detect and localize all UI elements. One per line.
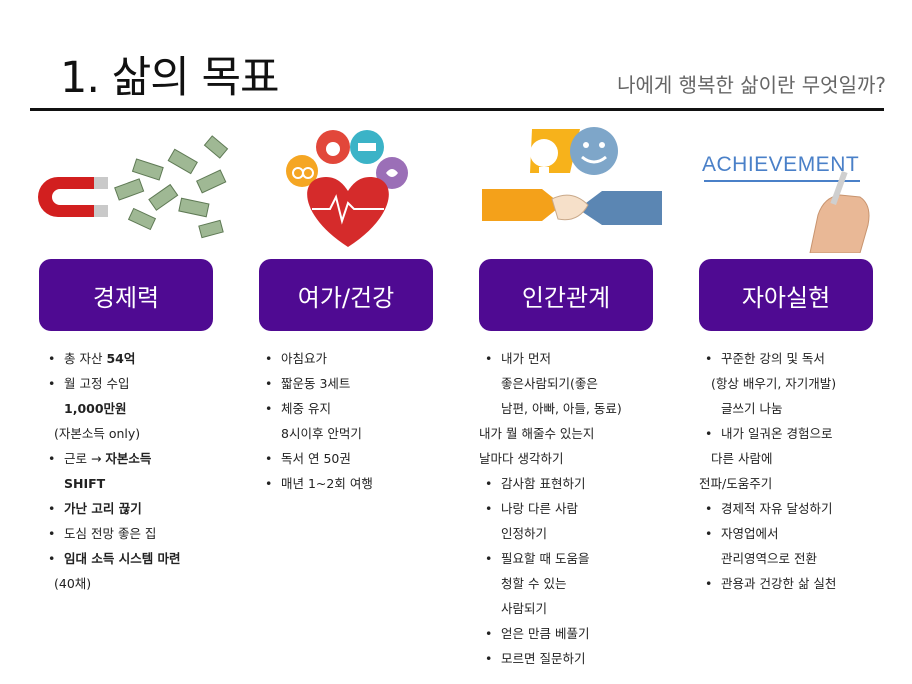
list-item-text: (자본소득 only)	[54, 426, 141, 441]
list-item-text: 관리영역으로 전환	[721, 551, 817, 566]
list-item: 글쓰기 나눔	[699, 396, 836, 421]
title-rule	[30, 108, 884, 111]
list-item: 전파/도움주기	[699, 471, 836, 496]
list-item-text: 다른 사람에	[711, 451, 773, 466]
health-leisure-icon	[278, 125, 418, 253]
page-title: 1. 삶의 목표	[60, 53, 280, 103]
economy-goal-list: 총 자산 54억월 고정 수입 1,000만원 (자본소득 only) 근로 → 자본…	[42, 346, 181, 596]
list-item: 임대 소득 시스템 마련	[42, 546, 181, 571]
page-subtitle: 나에게 행복한 삶이란 무엇일까?	[617, 73, 886, 97]
heading-box-self-actualization: 자아실현	[699, 259, 873, 331]
list-item: 내가 뭘 해줄수 있는지	[479, 421, 622, 446]
list-item-bold-text: SHIFT	[64, 476, 106, 491]
list-item-text: 글쓰기 나눔	[721, 401, 783, 416]
achievement-word: ACHIEVEMENT	[702, 153, 859, 176]
list-item-text: 도심 전망 좋은 집	[64, 526, 157, 541]
list-item: 감사함 표현하기	[479, 471, 622, 496]
list-item-bold-text: 1,000만원	[64, 401, 127, 416]
list-item: 필요할 때 도움을	[479, 546, 622, 571]
list-item: 인정하기	[479, 521, 622, 546]
list-item-text: 체중 유지	[281, 401, 331, 416]
list-item-text: 매년 1~2회 여행	[281, 476, 373, 491]
heading-box-economy: 경제력	[39, 259, 213, 331]
list-item: 꾸준한 강의 및 독서	[699, 346, 836, 371]
list-item: 8시이후 안먹기	[259, 421, 373, 446]
list-item: (자본소득 only)	[42, 421, 181, 446]
list-item: 얻은 만큼 베풀기	[479, 621, 622, 646]
list-item: 매년 1~2회 여행	[259, 471, 373, 496]
list-item: 날마다 생각하기	[479, 446, 622, 471]
list-item: 관리영역으로 전환	[699, 546, 836, 571]
list-item-text: 월 고정 수입	[64, 376, 130, 391]
list-item-text: 청할 수 있는	[501, 576, 567, 591]
handshake-icon	[482, 125, 662, 253]
list-item-text: 좋은사람되기(좋은	[501, 376, 598, 391]
list-item-text: 인정하기	[501, 526, 548, 541]
list-item-text: 남편, 아빠, 아들, 동료)	[501, 401, 622, 416]
list-item: 내가 먼저	[479, 346, 622, 371]
list-item: 다른 사람에	[699, 446, 836, 471]
heading-box-relationships: 인간관계	[479, 259, 653, 331]
list-item: (40채)	[42, 571, 181, 596]
list-item: 독서 연 50권	[259, 446, 373, 471]
list-item-text: 8시이후 안먹기	[281, 426, 362, 441]
list-item-text: 얻은 만큼 베풀기	[501, 626, 590, 641]
achievement-hand-icon: ACHIEVEMENT	[700, 125, 880, 254]
list-item: 모르면 질문하기	[479, 646, 622, 671]
list-item: 사람되기	[479, 596, 622, 621]
list-item: 아침요가	[259, 346, 373, 371]
list-item-text: 나랑 다른 사람	[501, 501, 578, 516]
list-item-text: 내가 먼저	[501, 351, 551, 366]
list-item: 총 자산 54억	[42, 346, 181, 371]
list-item-text: 경제적 자유 달성하기	[721, 501, 833, 516]
list-item-text: 사람되기	[501, 601, 548, 616]
list-item-text: 전파/도움주기	[699, 476, 773, 491]
list-item: 나랑 다른 사람	[479, 496, 622, 521]
list-item-text: 내가 일궈온 경험으로	[721, 426, 833, 441]
list-item-bold-text: 54억	[106, 351, 136, 366]
list-item-text: 모르면 질문하기	[501, 651, 586, 666]
list-item: 월 고정 수입	[42, 371, 181, 396]
list-item-bold-text: 자본소득	[105, 451, 152, 466]
list-item: 경제적 자유 달성하기	[699, 496, 836, 521]
list-item: 자영업에서	[699, 521, 836, 546]
list-item-text: (40채)	[54, 576, 92, 591]
list-item: 관용과 건강한 삶 실천	[699, 571, 836, 596]
list-item: 청할 수 있는	[479, 571, 622, 596]
list-item: (항상 배우기, 자기개발)	[699, 371, 836, 396]
list-item: 좋은사람되기(좋은	[479, 371, 622, 396]
list-item: 체중 유지	[259, 396, 373, 421]
list-item: 도심 전망 좋은 집	[42, 521, 181, 546]
list-item-text: (항상 배우기, 자기개발)	[711, 376, 837, 391]
list-item: 근로 → 자본소득	[42, 446, 181, 471]
list-item-text: 꾸준한 강의 및 독서	[721, 351, 825, 366]
list-item-text: 날마다 생각하기	[479, 451, 564, 466]
list-item-text: 감사함 표현하기	[501, 476, 586, 491]
list-item: 1,000만원	[42, 396, 181, 421]
list-item-text: 근로 →	[64, 451, 106, 466]
list-item-text: 관용과 건강한 삶 실천	[721, 576, 837, 591]
list-item: 짧운동 3세트	[259, 371, 373, 396]
list-item-text: 자영업에서	[721, 526, 779, 541]
list-item: 가난 고리 끊기	[42, 496, 181, 521]
leisure-health-goal-list: 아침요가짧운동 3세트체중 유지 8시이후 안먹기독서 연 50권매년 1~2회 …	[259, 346, 373, 496]
magnet-money-icon	[30, 125, 230, 253]
list-item-bold-text: 임대 소득 시스템 마련	[64, 551, 181, 566]
list-item-text: 짧운동 3세트	[281, 376, 351, 391]
list-item: 남편, 아빠, 아들, 동료)	[479, 396, 622, 421]
list-item-text: 내가 뭘 해줄수 있는지	[479, 426, 595, 441]
list-item-text: 아침요가	[281, 351, 328, 366]
list-item-bold-text: 가난 고리 끊기	[64, 501, 142, 516]
list-item-text: 필요할 때 도움을	[501, 551, 590, 566]
list-item: 내가 일궈온 경험으로	[699, 421, 836, 446]
list-item-text: 독서 연 50권	[281, 451, 351, 466]
heading-box-leisure-health: 여가/건강	[259, 259, 433, 331]
self-actualization-goal-list: 꾸준한 강의 및 독서 (항상 배우기, 자기개발) 글쓰기 나눔내가 일궈온 경험…	[699, 346, 836, 596]
list-item-text: 총 자산	[64, 351, 107, 366]
list-item: SHIFT	[42, 471, 181, 496]
